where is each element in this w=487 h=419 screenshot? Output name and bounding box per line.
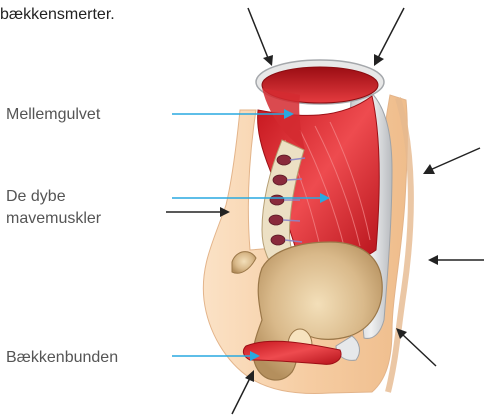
arrow-right-lower	[396, 328, 436, 366]
arrow-bottom	[232, 370, 254, 414]
arrow-top-left	[248, 8, 273, 66]
arrow-right-upper	[423, 148, 480, 174]
arrow-top-right	[374, 8, 404, 66]
arrow-right-middle	[428, 255, 484, 265]
arrow-front-middle	[166, 207, 230, 217]
